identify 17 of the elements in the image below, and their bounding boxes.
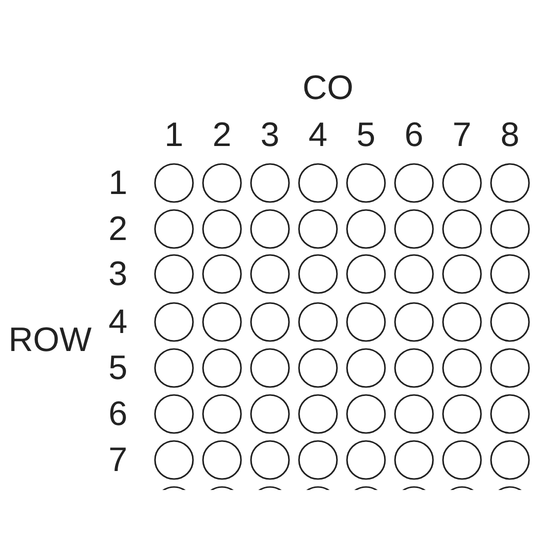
grid-label: 4 xyxy=(108,305,128,339)
grid-label: 7 xyxy=(108,443,128,477)
grid-label: 8 xyxy=(500,118,520,152)
grid-label: 5 xyxy=(356,118,376,152)
grid-label: 4 xyxy=(308,118,328,152)
grid-label: 3 xyxy=(108,257,128,291)
grid-label: 1 xyxy=(108,166,128,200)
grid-label: CO xyxy=(302,71,354,105)
grid-label: 6 xyxy=(108,397,128,431)
grid-label: 1 xyxy=(164,118,184,152)
grid-label: ROW xyxy=(8,323,92,357)
grid-label: 2 xyxy=(212,118,232,152)
grid-label: 2 xyxy=(108,212,128,246)
grid-label: 6 xyxy=(404,118,424,152)
grid-label: 3 xyxy=(260,118,280,152)
grid-label: 5 xyxy=(108,351,128,385)
grid-label: 7 xyxy=(452,118,472,152)
